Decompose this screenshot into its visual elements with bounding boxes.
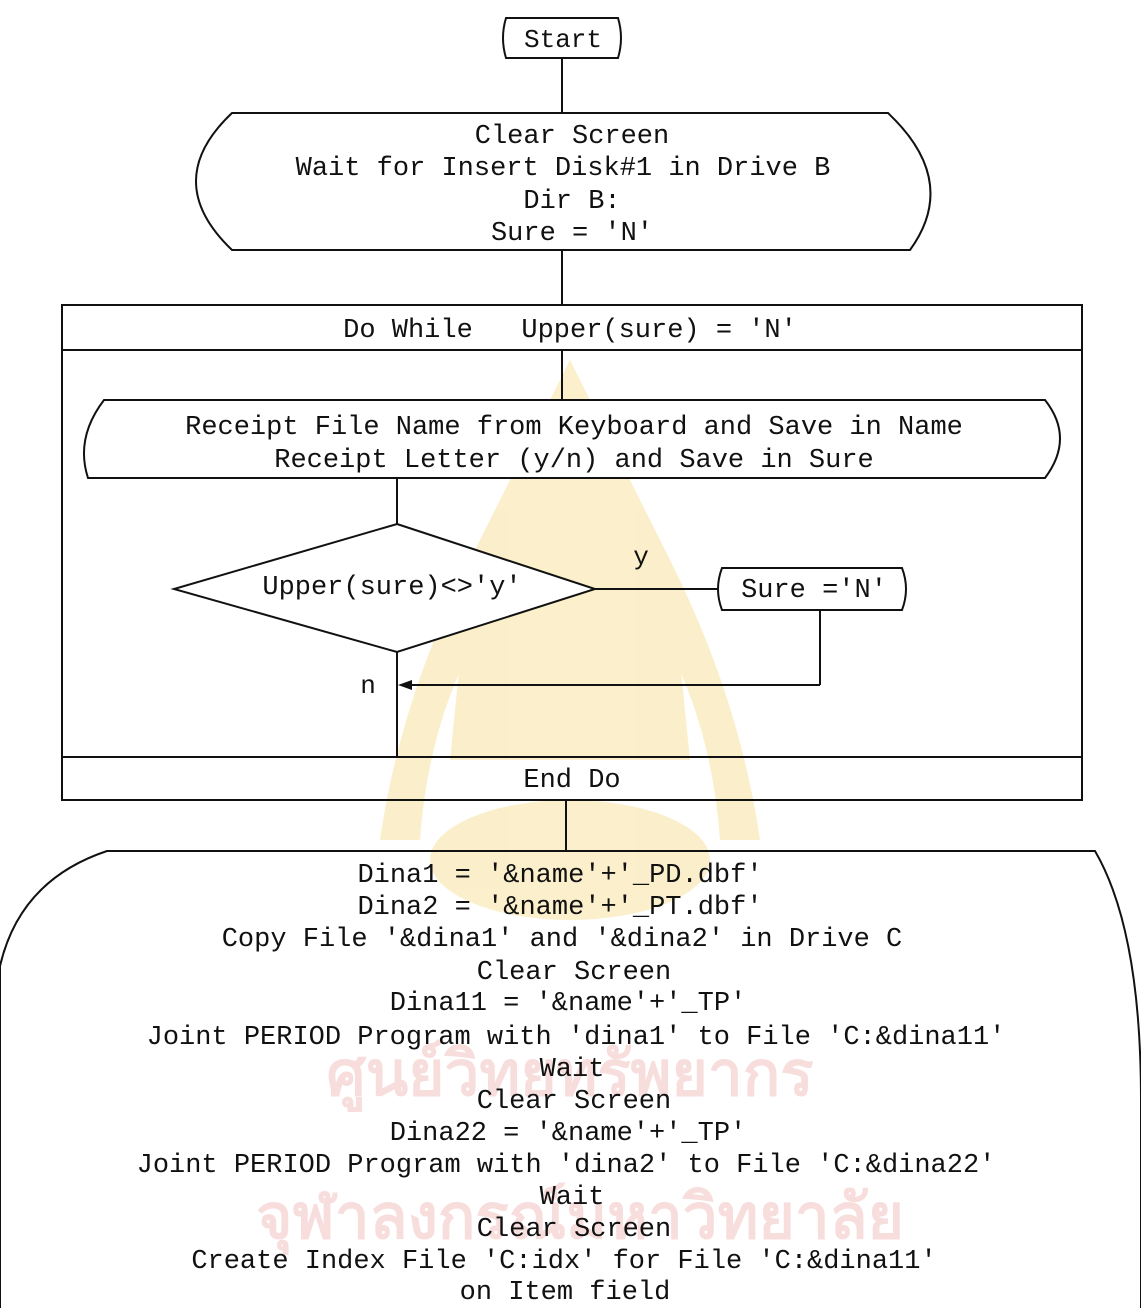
- start-terminator: Start: [502, 17, 622, 59]
- arrow-head-icon: [398, 680, 412, 690]
- decision-no-label: n: [360, 671, 376, 701]
- decision-diamond: Upper(sure)<>'y' y n: [170, 522, 649, 701]
- input-line-1: Receipt File Name from Keyboard and Save…: [185, 413, 963, 443]
- final-line-2: Dina2 = '&name'+'_PT.dbf': [357, 893, 762, 923]
- watermark: ศูนย์วิทยทรัพยากร จุฬาลงกรณ์มหาวิทยาลัย: [256, 360, 904, 1255]
- assign-label: Sure ='N': [741, 576, 887, 606]
- watermark-line2: จุฬาลงกรณ์มหาวิทยาลัย: [256, 1180, 904, 1255]
- final-line-8: Clear Screen: [477, 1087, 671, 1117]
- init-line-4: Sure = 'N': [491, 219, 653, 249]
- init-line-3: Dir B:: [523, 187, 620, 217]
- final-line-1: Dina1 = '&name'+'_PD.dbf': [357, 861, 762, 891]
- loop-header: Do While Upper(sure) = 'N': [343, 316, 797, 346]
- assign-box: Sure ='N': [717, 567, 907, 611]
- decision-label: Upper(sure)<>'y': [262, 573, 521, 603]
- decision-yes-label: y: [633, 542, 649, 572]
- final-line-12: Clear Screen: [477, 1215, 671, 1245]
- final-line-5: Dina11 = '&name'+'_TP': [390, 989, 746, 1019]
- final-line-11: Wait: [540, 1183, 605, 1213]
- final-line-14: on Item field: [460, 1278, 671, 1308]
- watermark-line1: ศูนย์วิทยทรัพยากร: [326, 1037, 813, 1112]
- start-label: Start: [524, 25, 602, 55]
- final-line-7: Wait: [540, 1055, 605, 1085]
- loop-footer: End Do: [523, 766, 620, 796]
- loop-frame: Do While Upper(sure) = 'N' End Do: [61, 304, 1083, 801]
- init-line-2: Wait for Insert Disk#1 in Drive B: [296, 154, 831, 184]
- final-line-13: Create Index File 'C:idx' for File 'C:&d…: [191, 1247, 936, 1277]
- final-line-9: Dina22 = '&name'+'_TP': [390, 1119, 746, 1149]
- init-box: Clear Screen Wait for Insert Disk#1 in D…: [195, 112, 932, 251]
- input-line-2: Receipt Letter (y/n) and Save in Sure: [274, 446, 874, 476]
- final-box: Dina1 = '&name'+'_PD.dbf' Dina2 = '&name…: [0, 850, 1141, 1308]
- final-line-10: Joint PERIOD Program with 'dina2' to Fil…: [137, 1151, 996, 1181]
- final-line-3: Copy File '&dina1' and '&dina2' in Drive…: [222, 925, 903, 955]
- input-box: Receipt File Name from Keyboard and Save…: [82, 399, 1061, 479]
- final-line-6: Joint PERIOD Program with 'dina1' to Fil…: [147, 1023, 1006, 1053]
- watermark-seal-icon: [380, 360, 760, 920]
- final-line-4: Clear Screen: [477, 958, 671, 988]
- init-line-1: Clear Screen: [475, 122, 669, 152]
- connectors: [396, 58, 821, 851]
